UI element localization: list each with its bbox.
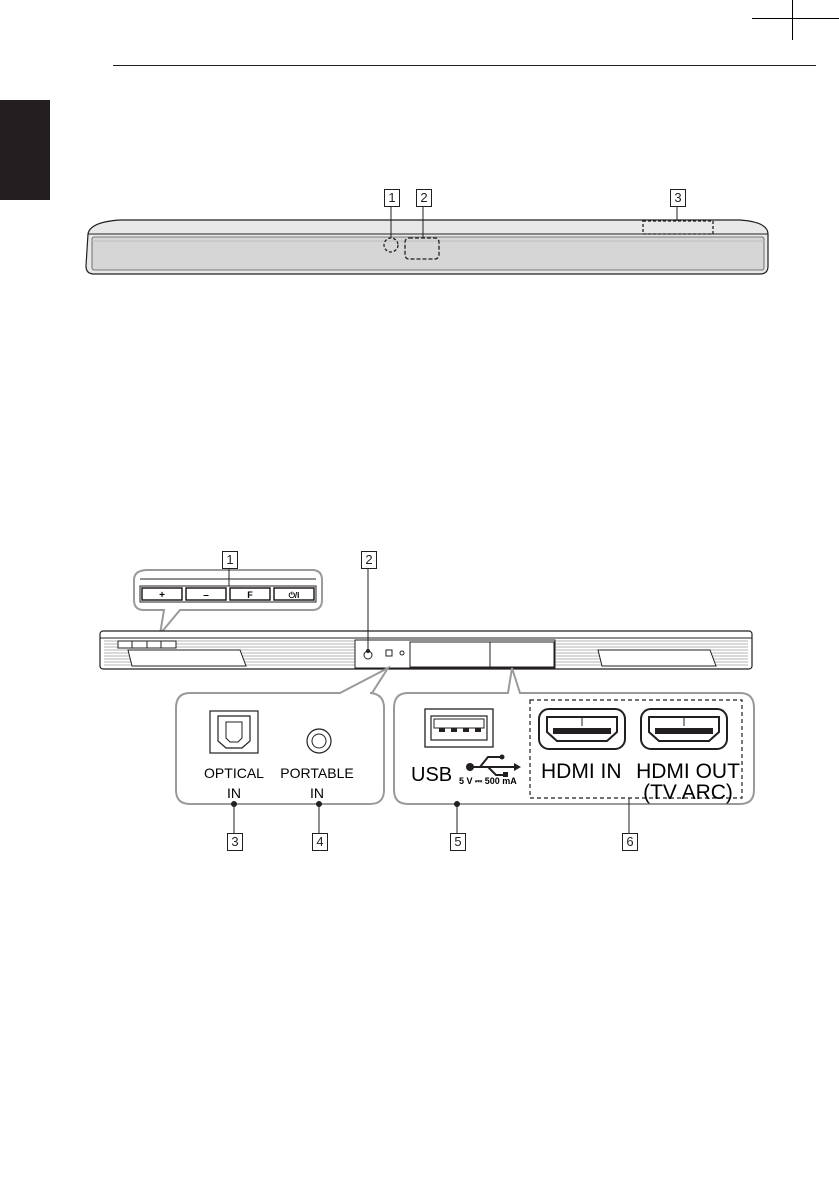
rear-callout-2: 2 <box>361 551 377 569</box>
rear-view-diagram: + – F ⏻/I OPTIC <box>0 540 839 860</box>
optical-label-line1: OPTICAL <box>204 765 264 781</box>
volume-down-label: – <box>203 590 209 601</box>
usb-rating: 5 V ⎓ 500 mA <box>459 776 517 786</box>
front-view-diagram <box>0 0 839 300</box>
soundbar-rear <box>100 631 752 669</box>
volume-up-label: + <box>159 590 165 601</box>
rear-callout-5: 5 <box>450 833 466 851</box>
hdmi-out-label-line1: HDMI OUT <box>636 760 740 783</box>
rear-callout-1: 1 <box>222 551 238 569</box>
front-callout-2: 2 <box>416 189 432 207</box>
optical-port-icon <box>210 711 258 753</box>
rear-callout-6: 6 <box>622 833 638 851</box>
usb-label: USB <box>411 764 452 786</box>
rear-callout-3: 3 <box>227 833 243 851</box>
hdmi-out-label-line2: (TV ARC) <box>643 781 733 804</box>
portable-label-line1: PORTABLE <box>280 765 353 781</box>
rear-callout-4: 4 <box>312 833 328 851</box>
front-callout-1: 1 <box>384 189 400 207</box>
portable-jack-icon[interactable] <box>307 729 331 753</box>
optical-label-line2: IN <box>227 785 241 801</box>
left-port-bubble <box>176 668 388 804</box>
hdmi-out-port-icon[interactable] <box>641 709 727 749</box>
function-label: F <box>247 590 253 600</box>
portable-label-line2: IN <box>310 785 324 801</box>
hdmi-in-label: HDMI IN <box>541 760 622 783</box>
hdmi-in-port-icon[interactable] <box>539 709 625 749</box>
front-callout-3: 3 <box>670 189 686 207</box>
soundbar-front <box>86 220 768 274</box>
usb-port-icon[interactable] <box>425 709 493 747</box>
power-label: ⏻/I <box>289 591 300 600</box>
